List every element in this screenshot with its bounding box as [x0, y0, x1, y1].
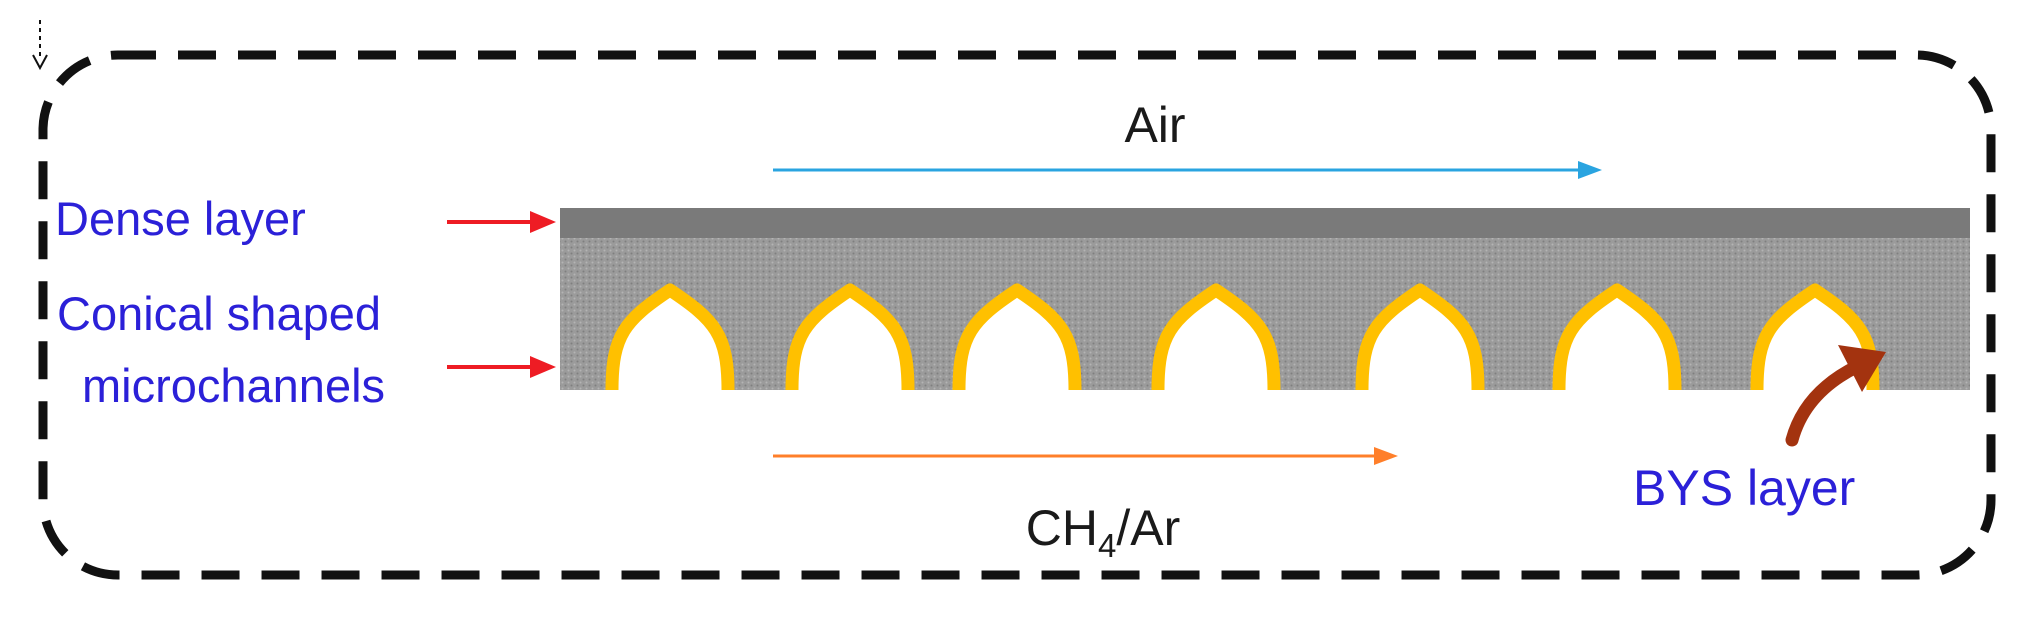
bys-coating-outline: [1750, 283, 1880, 391]
dense-layer-pointer-arrow-icon: [447, 211, 556, 233]
air-flow-arrow-icon: [773, 161, 1602, 179]
microchannels-pointer-arrow-icon: [447, 356, 556, 378]
microchannels-group: [605, 283, 1880, 391]
corner-down-arrow-icon: [32, 20, 48, 71]
air-label: Air: [1124, 97, 1185, 153]
bys-coating-outline: [1552, 283, 1682, 391]
bys-layer-label: BYS layer: [1633, 460, 1855, 516]
bys-coating-outline: [952, 283, 1082, 391]
conical-label-line1: Conical shaped: [57, 287, 381, 340]
gas-label-rest: /Ar: [1116, 500, 1180, 556]
conical-label-line2: microchannels: [82, 359, 385, 412]
dense-top-layer: [560, 208, 1970, 238]
bys-coating-outline: [1151, 283, 1281, 391]
bys-coating-outline: [1355, 283, 1485, 391]
gas-label: CH4/Ar: [1026, 500, 1180, 564]
gas-label-subscript: 4: [1098, 527, 1116, 564]
bys-coating-outline: [605, 283, 735, 391]
bys-coating-outline: [785, 283, 915, 391]
dense-layer-label: Dense layer: [55, 192, 306, 245]
gas-label-main: CH: [1026, 500, 1098, 556]
gas-flow-arrow-icon: [773, 447, 1398, 465]
dashed-border: [38, 50, 1996, 580]
bys-curved-arrow-icon: [1785, 345, 1886, 447]
